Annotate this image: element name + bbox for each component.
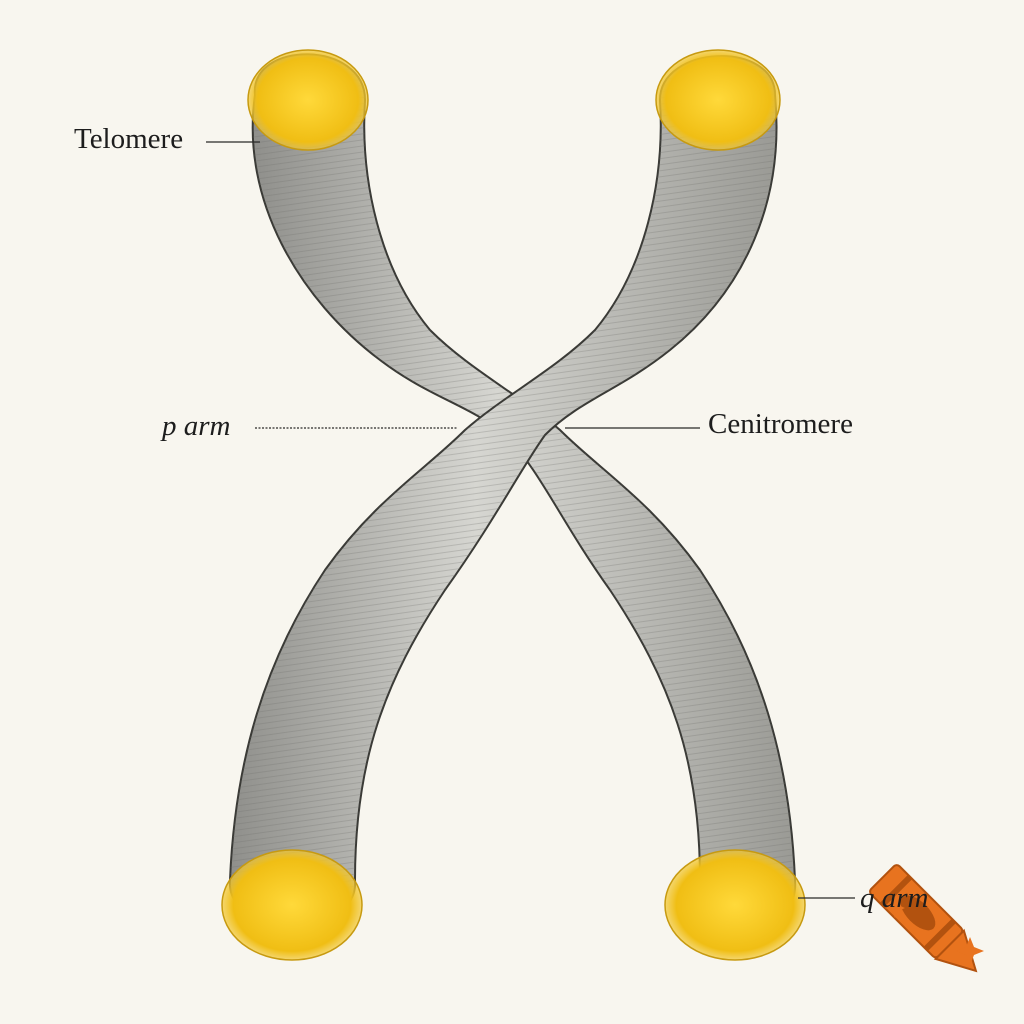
telomere-cap-bottom-left [221, 849, 363, 961]
telomere-cap-top-right [655, 49, 781, 151]
q-arm-label: q arm [860, 882, 929, 914]
sparkle-small-icon [885, 898, 905, 918]
telomere-label: Telomere [74, 123, 184, 155]
centromere-label: Cenitromere [708, 408, 853, 440]
telomere-cap-top-left [247, 49, 369, 151]
crayon-logo-icon [869, 864, 978, 973]
p-arm-label: p arm [162, 410, 231, 442]
sparkle-icon [956, 937, 984, 965]
telomere-cap-bottom-right [664, 849, 806, 961]
